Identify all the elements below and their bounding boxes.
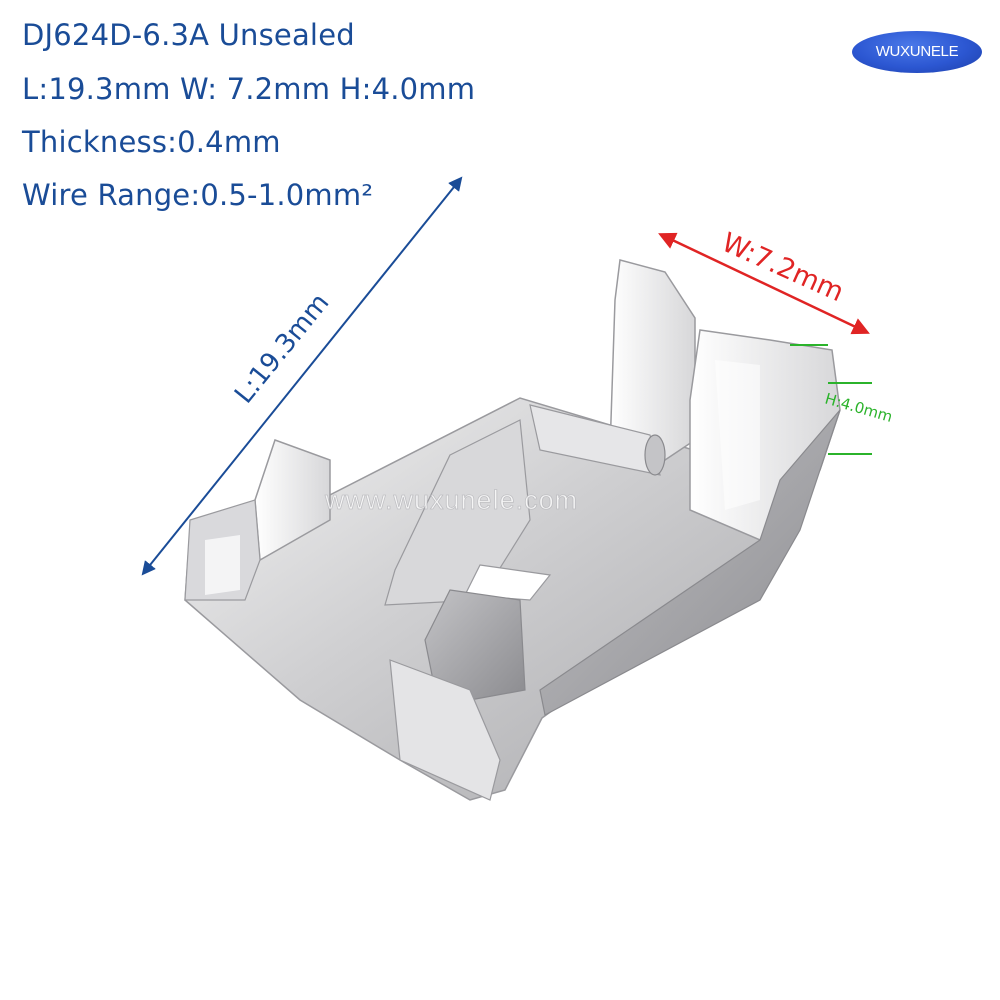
length-arrow	[141, 176, 463, 576]
watermark-text: www.wuxunele.com	[324, 485, 578, 515]
length-label: L:19.3mm	[229, 288, 335, 409]
thickness-line: Thickness:0.4mm	[22, 125, 281, 159]
dimensions-line: L:19.3mm W: 7.2mm H:4.0mm	[22, 72, 476, 106]
width-label: W:7.2mm	[717, 227, 848, 308]
product-title: DJ624D-6.3A Unsealed	[22, 18, 355, 52]
brand-logo: WUXUNELE	[852, 31, 982, 73]
width-arrow	[658, 232, 870, 335]
